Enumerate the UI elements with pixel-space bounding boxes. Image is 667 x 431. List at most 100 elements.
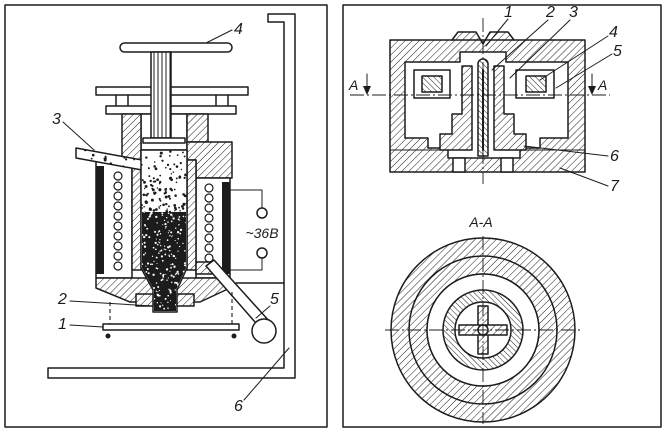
callout-leaders-right <box>485 18 613 187</box>
crosshead-posts <box>115 94 229 107</box>
material-speck <box>169 291 172 294</box>
granule <box>143 187 146 190</box>
material-speck <box>160 255 164 258</box>
granule <box>86 210 89 212</box>
granule <box>161 159 164 162</box>
material-speck <box>168 254 170 256</box>
terminal-bottom <box>256 247 268 259</box>
outlet-right <box>500 157 514 173</box>
granule <box>80 184 83 187</box>
callout-3-right: 3 <box>569 4 578 21</box>
material-speck <box>184 264 186 267</box>
right-panel: A A 1 2 3 4 5 6 7 A-A <box>342 4 662 428</box>
granule <box>77 195 80 197</box>
granule <box>141 179 144 182</box>
granule <box>152 180 155 183</box>
piston-plate <box>142 137 186 144</box>
material-speck <box>151 255 154 257</box>
material-speck <box>166 217 168 219</box>
material-speck <box>163 307 166 310</box>
insert-right-core <box>525 75 547 93</box>
granule <box>170 173 173 175</box>
heater-coil-turn <box>113 231 123 241</box>
plate-foot-right <box>231 333 237 339</box>
granule <box>168 197 172 200</box>
granule <box>165 202 168 206</box>
material-speck <box>159 233 162 235</box>
granule <box>180 168 183 171</box>
granule <box>103 158 107 162</box>
material-speck <box>159 250 161 252</box>
left-heater-shell <box>96 166 104 274</box>
granule <box>87 182 90 185</box>
material-speck <box>164 297 167 300</box>
callout-5-right: 5 <box>613 43 622 60</box>
crosshead-top-bar <box>95 86 249 96</box>
material-speck <box>157 291 159 293</box>
granule <box>148 207 152 211</box>
section-arrow-right-head <box>588 86 596 95</box>
material-speck <box>165 268 169 271</box>
plate-guides <box>109 292 233 324</box>
material-speck <box>167 212 170 215</box>
material-speck <box>162 273 165 276</box>
material-speck <box>142 263 144 265</box>
material-speck <box>170 213 173 216</box>
heater-coil-turn <box>113 241 123 251</box>
material-speck <box>177 250 179 252</box>
granule <box>159 200 162 202</box>
granule <box>164 188 167 191</box>
granule <box>158 206 160 208</box>
right-heater-shell <box>222 182 230 274</box>
material-speck <box>171 215 173 217</box>
granule <box>84 170 87 173</box>
material-speck <box>184 262 186 265</box>
material-speck <box>167 277 169 279</box>
granule <box>158 188 162 192</box>
material-speck <box>167 221 169 223</box>
granule <box>81 162 84 165</box>
material-speck <box>176 270 179 273</box>
material-speck <box>177 273 180 275</box>
material-speck <box>170 253 173 255</box>
material-speck <box>170 264 172 266</box>
heater-coil-turn <box>204 243 214 253</box>
material-speck <box>162 224 164 226</box>
material-speck <box>169 300 172 302</box>
heater-coil-turn <box>113 181 123 191</box>
section-marker-left: A <box>348 77 358 93</box>
material-speck <box>147 307 150 311</box>
granule <box>76 207 78 210</box>
heater-coil-turn <box>204 183 214 193</box>
granule <box>172 171 175 173</box>
outlet-left <box>452 157 466 173</box>
insert-left-core <box>421 75 443 93</box>
granule <box>92 169 95 172</box>
left-panel-frame <box>4 4 328 428</box>
material-speck <box>175 281 178 284</box>
material-speck <box>165 273 167 275</box>
material-speck <box>174 274 176 276</box>
material-speck <box>158 252 160 254</box>
granule <box>140 206 143 210</box>
heater-coil-turn <box>204 223 214 233</box>
granule <box>82 213 84 215</box>
core-left <box>439 65 473 151</box>
granule <box>181 151 184 154</box>
granule <box>80 195 83 198</box>
material-speck <box>171 263 174 266</box>
material-speck <box>176 231 180 234</box>
material-speck <box>147 218 149 220</box>
material-speck <box>178 245 181 248</box>
granule <box>76 171 79 175</box>
material-speck <box>154 241 157 245</box>
granule <box>144 184 148 188</box>
granule <box>123 156 126 159</box>
granule <box>82 160 85 163</box>
callout-6-left: 6 <box>234 398 243 415</box>
callout-4-right: 4 <box>609 24 618 41</box>
material-speck <box>145 234 148 237</box>
granule <box>92 212 95 215</box>
granule <box>77 188 81 192</box>
